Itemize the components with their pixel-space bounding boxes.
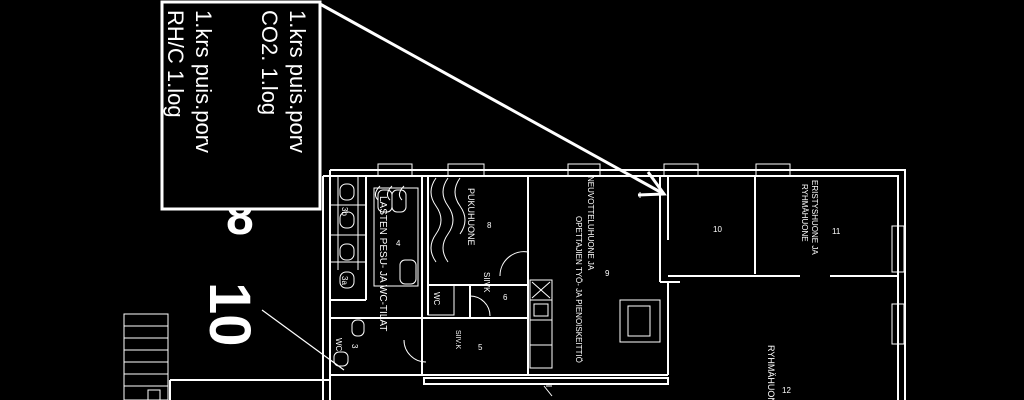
room-12-number: 12 [782, 386, 791, 395]
room-3b-number: 3b [340, 207, 349, 216]
callout-line-2: CO2. 1.log [257, 10, 282, 115]
staircase [123, 313, 169, 400]
top-windows [377, 163, 905, 345]
room-11-name-b: RYHMÄHUONE [800, 184, 809, 242]
room-6-number: 6 [503, 293, 508, 302]
room-9-name-a: NEUVOTTELUHUONE JA [586, 176, 595, 271]
room-9-name-b: OPETTAJIEN TYÖ- JA PIENOISKEITTIÖ [574, 216, 583, 363]
room-8-name: PUKUHUONE [466, 188, 476, 246]
room-3a-number: 3a [340, 276, 349, 285]
room-4-name: LASTEN PESU- JA WC-TILAT [377, 196, 388, 331]
callout-line-3: 1.krs puis.porv [191, 10, 216, 153]
room-9-number: 9 [605, 269, 610, 278]
room-5-name: SIIV.K [454, 330, 461, 350]
interior-walls [330, 176, 898, 385]
door-swings [403, 192, 641, 363]
room-10-number: 10 [713, 225, 722, 234]
wash-fixtures [373, 185, 455, 316]
wc-label-a: WC [432, 292, 441, 306]
kitchen-counters [529, 279, 661, 397]
callout-leader [319, 2, 667, 197]
room-5-number: 5 [478, 343, 483, 352]
big-label-10: 10 [197, 282, 262, 347]
wc-label-b: WC [334, 338, 343, 352]
toilet-stalls [330, 176, 366, 367]
callout-line-1: 1.krs puis.porv [285, 10, 310, 153]
callout-line-4: RH/C 1.log [163, 10, 188, 118]
room-11-name-a: ERISTYSHUONE JA [810, 180, 819, 255]
room-4-number: 4 [396, 239, 401, 248]
room-6-name: SIIVK [482, 272, 491, 293]
room-12-name: RYHMÄHUONE [766, 345, 776, 400]
room-8-number: 8 [487, 221, 492, 230]
room-labels: 3b 3a 4 LASTEN PESU- JA WC-TILAT 8 PUKUH… [334, 176, 841, 400]
room-3-number: 3 [350, 344, 359, 349]
room-11-number: 11 [832, 227, 841, 236]
callout-box: 1.krs puis.porv CO2. 1.log 1.krs puis.po… [160, 0, 322, 211]
coat-hooks [430, 177, 466, 263]
